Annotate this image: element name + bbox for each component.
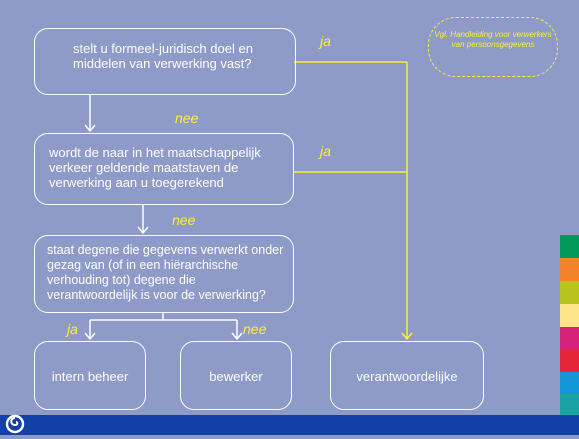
question-text: wordt de naar in het maatschappelijk ver… [49,145,261,190]
color-stripe-1 [560,235,579,258]
result-text: bewerker [209,369,263,384]
color-stripe-4 [560,304,579,327]
reference-note-text: Vgl. Handleiding voor verwerkers van per… [434,30,552,49]
question-text: stelt u formeel-juridisch doel en middel… [73,41,253,71]
color-stripe-2 [560,258,579,281]
edge-label-ja-q1: ja [320,33,331,49]
result-text: verantwoordelijke [356,369,458,384]
question-box-formal-purpose: stelt u formeel-juridisch doel en middel… [34,28,296,95]
question-box-societal-attribution: wordt de naar in het maatschappelijk ver… [34,133,294,205]
color-stripe-5 [560,327,579,350]
color-stripe-8 [560,394,579,415]
edge-label-ja-q2: ja [320,143,331,159]
color-stripe-7 [560,372,579,394]
reference-note: Vgl. Handleiding voor verwerkers van per… [428,17,558,77]
question-box-authority: staat degene die gegevens verwerkt onder… [34,235,294,313]
edge-label-nee-q1: nee [175,110,199,126]
result-box-intern-beheer: intern beheer [34,341,146,410]
edge-label-nee-q2: nee [172,212,196,228]
edge-label-nee-q3: nee [243,321,267,337]
spiral-logo-icon [5,414,25,439]
color-stripe-6 [560,350,579,372]
result-box-verantwoordelijke: verantwoordelijke [330,341,484,410]
result-text: intern beheer [51,369,129,384]
color-stripe-3 [560,281,579,304]
bottom-bar [0,415,579,435]
edge-label-ja-q3: ja [67,321,78,337]
question-text: staat degene die gegevens verwerkt onder… [47,243,284,302]
result-box-bewerker: bewerker [180,341,292,410]
